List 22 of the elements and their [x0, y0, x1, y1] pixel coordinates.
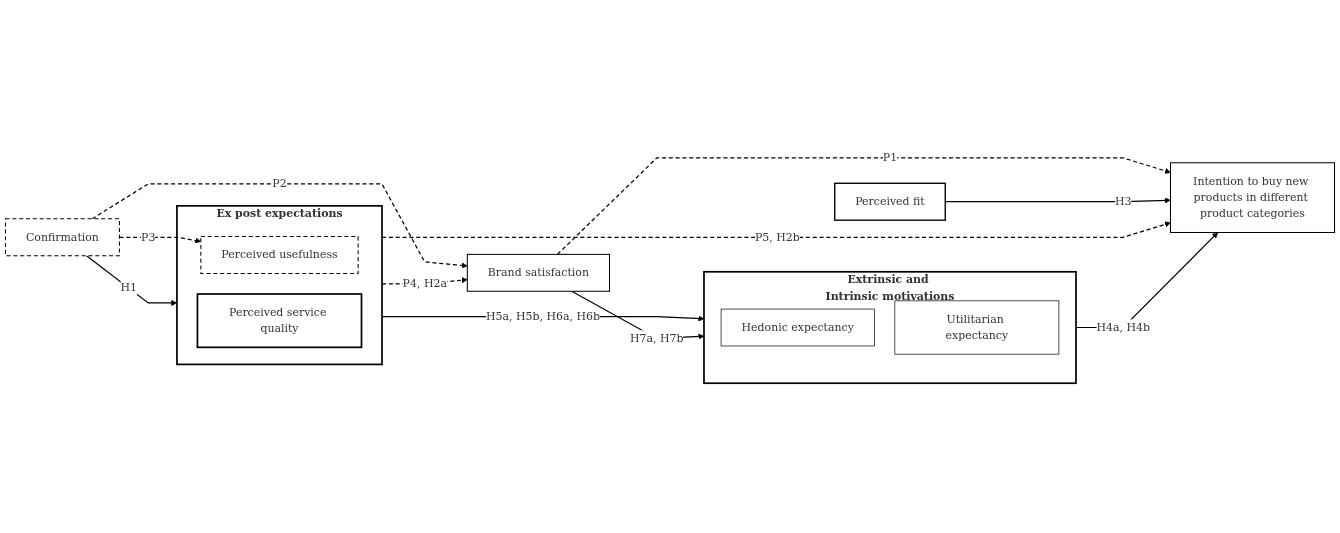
node-box: Brand satisfaction — [466, 253, 610, 292]
arrow — [381, 221, 1171, 238]
node-box: Perceived usefulness — [200, 236, 359, 275]
edge-label: H7a, H7b — [630, 331, 684, 345]
arrow — [91, 183, 468, 269]
edge-label: H5a, H5b, H6a, H6b — [486, 309, 600, 323]
node-box: Intention to buy new products in different product categories — [1169, 162, 1336, 233]
edge-label: P2 — [272, 177, 287, 191]
edge-label: P5, H2b — [754, 230, 800, 244]
node-box: Utilitarian expectancy — [894, 300, 1060, 355]
edge-label: P4, H2a — [402, 276, 447, 290]
edge-label: H1 — [120, 281, 138, 295]
node-box: Hedonic expectancy — [720, 308, 875, 347]
arrow — [556, 157, 1171, 255]
node-box: Perceived fit — [834, 182, 946, 221]
node-box: Confirmation — [4, 218, 120, 257]
arrow — [85, 255, 178, 306]
edge-label: H3 — [1114, 194, 1132, 208]
edge-label: P3 — [141, 230, 156, 244]
edge-label: H4a, H4b — [1096, 320, 1150, 334]
node-box: Perceived service quality — [196, 293, 363, 349]
edge-label: P1 — [882, 151, 898, 165]
